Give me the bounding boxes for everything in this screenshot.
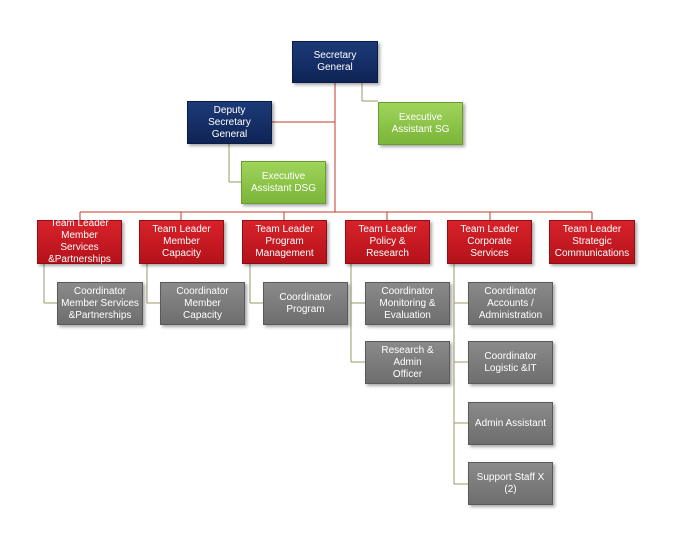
coordinator-logistic-it-box: Coordinator Logistic &IT (468, 341, 553, 384)
coordinator-accounts-administration-box: Coordinator Accounts / Administration (468, 282, 553, 325)
team-leader-corporate-services-box: Team Leader Corporate Services (447, 220, 532, 264)
admin-assistant-box: Admin Assistant (468, 402, 553, 445)
deputy-secretary-general-box: Deputy Secretary General (187, 101, 272, 144)
team-leader-member-services-box: Team Leader Member Services &Partnership… (37, 218, 122, 265)
team-leader-member-capacity-box: Team Leader Member Capacity (139, 220, 224, 264)
executive-assistant-dsg-box: Executive Assistant DSG (241, 161, 326, 204)
support-staff-box: Support Staff X (2) (468, 462, 553, 505)
coordinator-member-capacity-box: Coordinator Member Capacity (160, 282, 245, 325)
research-admin-officer-box: Research & Admin Officer (365, 341, 450, 384)
team-leader-policy-research-box: Team Leader Policy & Research (345, 220, 430, 264)
secretary-general-box: Secretary General (292, 41, 378, 83)
team-leader-strategic-communications-box: Team Leader Strategic Communications (549, 220, 635, 264)
team-leader-program-management-box: Team Leader Program Management (242, 220, 327, 264)
executive-assistant-sg-box: Executive Assistant SG (378, 102, 463, 145)
coordinator-program-box: Coordinator Program (263, 282, 348, 325)
coordinator-member-services-box: Coordinator Member Services &Partnership… (57, 282, 143, 325)
coordinator-monitoring-evaluation-box: Coordinator Monitoring & Evaluation (365, 282, 450, 325)
